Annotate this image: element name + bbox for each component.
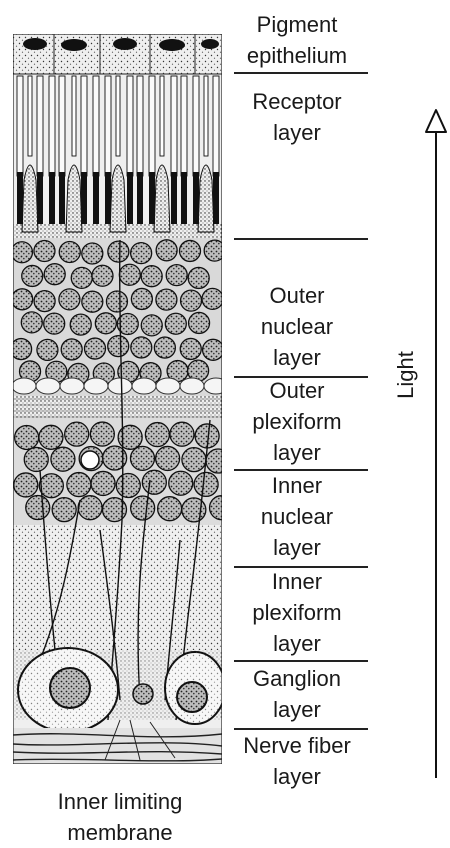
label-pigment-epithelium: Pigment epithelium [222, 9, 372, 71]
label-receptor-layer: Receptor layer [222, 86, 372, 148]
label-ganglion-layer: Ganglion layer [222, 663, 372, 725]
outer-plexiform-band [13, 396, 222, 418]
divider-receptor-outer-nuclear [234, 238, 368, 240]
label-inner-plexiform-layer: Inner plexiform layer [222, 566, 372, 659]
pigment-epithelium-band [13, 34, 222, 74]
divider-inner-plexiform-ganglion [234, 660, 368, 662]
retina-column [11, 34, 234, 764]
ganglion-cells [13, 648, 225, 732]
divider-pigment-receptor [234, 72, 368, 74]
light-direction-arrow [426, 110, 446, 778]
label-inner-nuclear-layer: Inner nuclear layer [222, 470, 372, 563]
label-nerve-fiber-layer: Nerve fiber layer [222, 730, 372, 792]
inner-limiting-membrane-label: Inner limiting membrane [0, 786, 240, 848]
label-outer-plexiform-layer: Outer plexiform layer [222, 375, 372, 468]
label-outer-nuclear-layer: Outer nuclear layer [222, 280, 372, 373]
light-label: Light [391, 340, 421, 410]
